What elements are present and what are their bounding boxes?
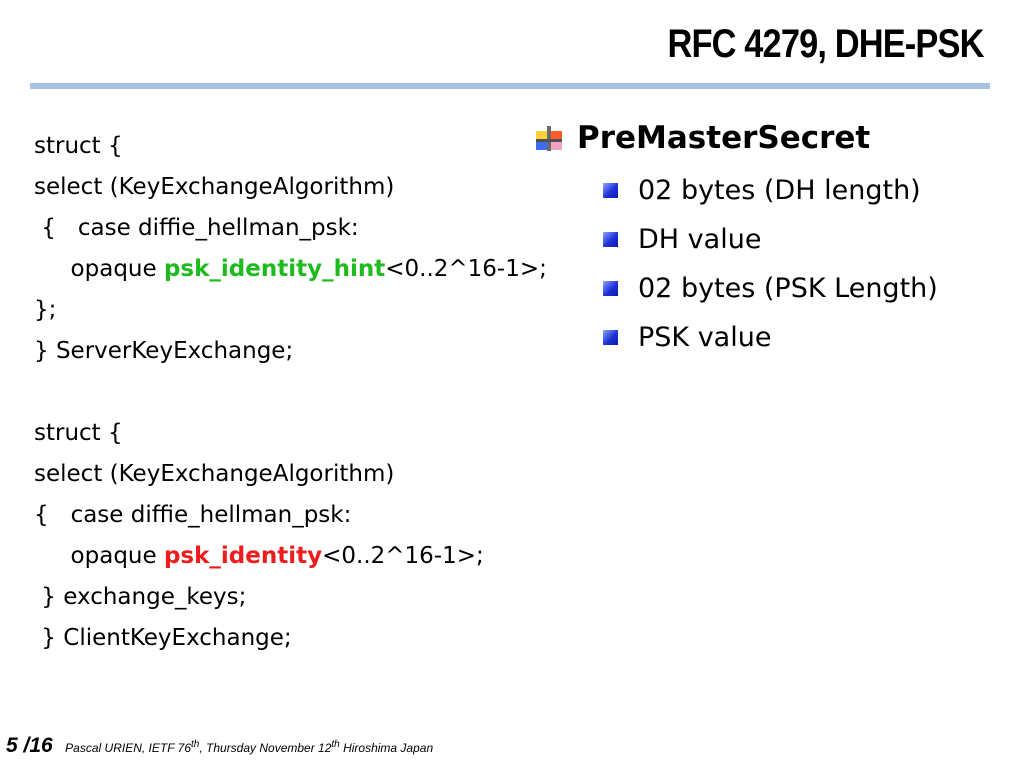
bullet-premastersecret: PreMasterSecret [535, 116, 938, 160]
blue-square-bullet-icon [603, 330, 618, 345]
page-number: 5 /16 [6, 734, 53, 757]
footer-text: Pascal URIEN, IETF 76 [65, 741, 191, 755]
code-line: struct { [34, 133, 123, 159]
sub-bullet-item: PSK value [603, 313, 938, 362]
code-line: opaque psk_identity_hint<0..2^16-1>; [34, 249, 594, 290]
code-line: struct { [34, 420, 123, 446]
code-line: { case diffie_hellman_psk: [34, 502, 352, 528]
code-block: struct { select (KeyExchangeAlgorithm) {… [34, 126, 594, 659]
psk-identity-hint-keyword: psk_identity_hint [163, 256, 386, 282]
slide-title: RFC 4279, DHE-PSK [667, 22, 985, 66]
sub-bullet-item: DH value [603, 215, 938, 264]
code-text: opaque [34, 543, 164, 569]
code-blank-line [34, 372, 594, 413]
code-line: } exchange_keys; [34, 584, 247, 610]
title-divider [30, 83, 990, 89]
sub-bullet-label: 02 bytes (PSK Length) [638, 273, 938, 304]
sub-bullet-list: 02 bytes (DH length) DH value 02 bytes (… [603, 166, 938, 362]
blue-square-bullet-icon [603, 281, 618, 296]
bullet-main-label: PreMasterSecret [577, 120, 871, 156]
footer-superscript: th [331, 739, 340, 750]
code-line: }; [34, 297, 57, 323]
code-line: } ServerKeyExchange; [34, 338, 294, 364]
footer-superscript: th [191, 739, 200, 750]
code-text: <0..2^16-1>; [322, 543, 484, 569]
bullet-list: PreMasterSecret 02 bytes (DH length) DH … [535, 116, 938, 362]
sub-bullet-label: DH value [638, 224, 762, 255]
code-line: } ClientKeyExchange; [34, 625, 292, 651]
footer-text: Hiroshima Japan [339, 741, 434, 755]
code-line: select (KeyExchangeAlgorithm) [34, 461, 395, 487]
sub-bullet-label: 02 bytes (DH length) [638, 175, 921, 206]
code-line: { case diffie_hellman_psk: [34, 215, 359, 241]
footer-credit: Pascal URIEN, IETF 76th, Thursday Novemb… [65, 739, 434, 755]
sub-bullet-item: 02 bytes (DH length) [603, 166, 938, 215]
code-text: opaque [34, 256, 164, 282]
sub-bullet-label: PSK value [638, 322, 772, 353]
footer-text: , Thursday November 12 [199, 741, 332, 755]
psk-identity-keyword: psk_identity [163, 543, 323, 569]
code-text: <0..2^16-1>; [385, 256, 547, 282]
premaster-bullet-icon [536, 126, 562, 151]
sub-bullet-item: 02 bytes (PSK Length) [603, 264, 938, 313]
blue-square-bullet-icon [603, 183, 618, 198]
blue-square-bullet-icon [603, 232, 618, 247]
code-line: select (KeyExchangeAlgorithm) [34, 174, 395, 200]
code-line: opaque psk_identity<0..2^16-1>; [34, 536, 594, 577]
slide-footer: 5 /16 Pascal URIEN, IETF 76th, Thursday … [6, 734, 433, 758]
